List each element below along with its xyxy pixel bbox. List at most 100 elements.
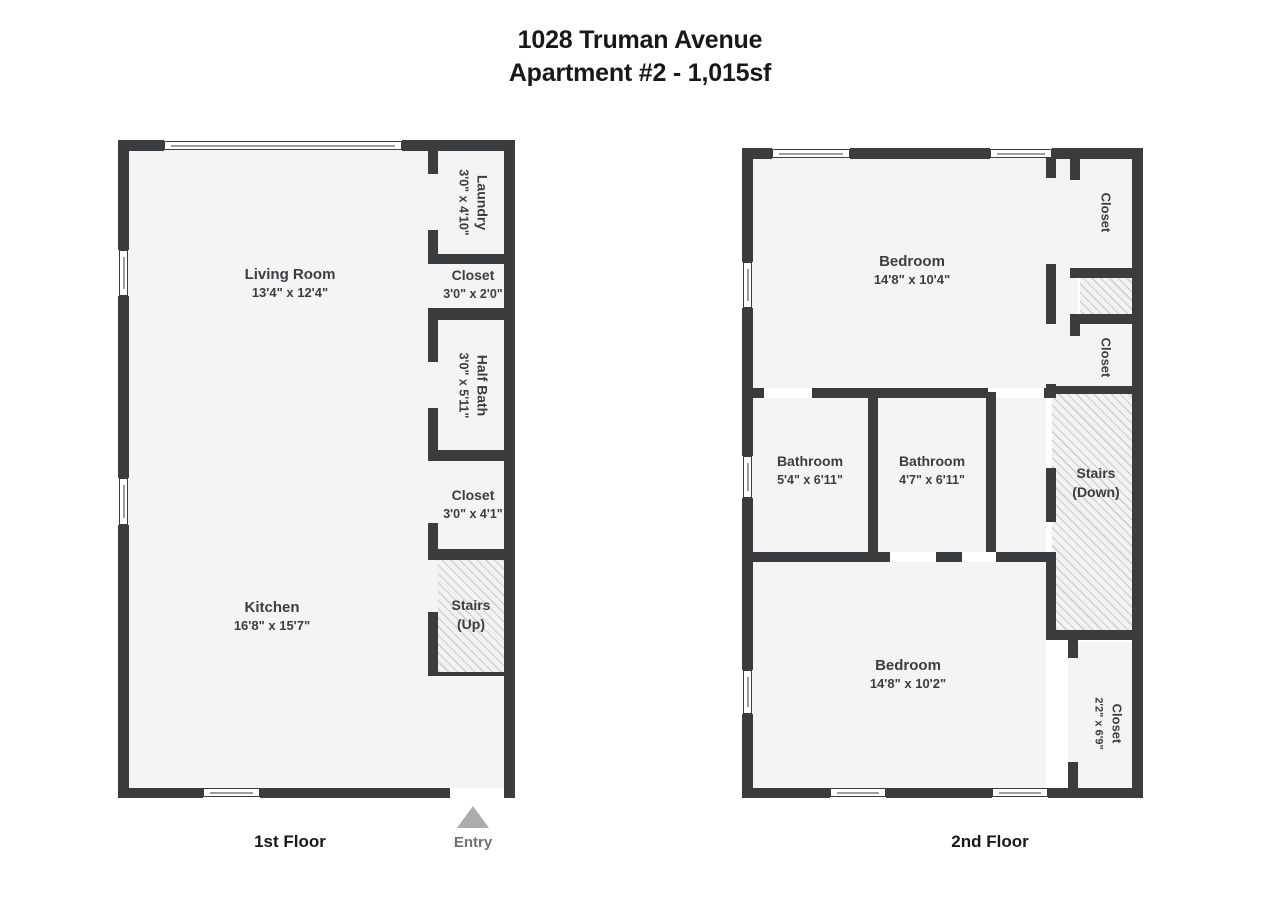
floor2-wall-bath-bottom-a: [742, 552, 890, 562]
floor1-wall-closet2-bottom: [428, 549, 515, 560]
floor2-wall-stairs-left-upper: [1046, 468, 1056, 522]
floor2-stair-landing-hatch: [1080, 274, 1135, 318]
floor2-door-closet-top: [1046, 178, 1056, 264]
floor1-closet1-fill: [438, 264, 508, 308]
floor2-door-hallway: [988, 388, 1044, 398]
floor2-wall-mid-c: [1044, 388, 1056, 398]
floor1-door-closet1: [428, 264, 438, 308]
floor2-door-bathroom-2: [890, 552, 936, 562]
floor1-wall-service-vert-b: [428, 230, 438, 264]
floor1-wall-top-left: [118, 140, 164, 151]
floor2-wall-top-b: [850, 148, 990, 159]
floor2-window-left-3: [743, 670, 752, 714]
floor2-wall-left-a: [742, 148, 753, 262]
floor2-bathroom-2-fill: [878, 398, 986, 556]
title-line-address: 1028 Truman Avenue: [517, 26, 763, 54]
floor1-window-left-upper: [119, 250, 128, 296]
floor1-window-top: [164, 141, 402, 150]
floor2-door-closet-bottom: [1068, 658, 1078, 762]
title-line-unit: Apartment #2 - 1,015sf: [508, 59, 772, 87]
floor2-wall-bottom-a: [742, 788, 830, 798]
floor2-wall-mid-b: [812, 388, 988, 398]
floor2-door-bathroom-1: [764, 388, 812, 398]
floor2-stairs-hatch: [1052, 392, 1140, 632]
floor2-window-top-left: [772, 149, 850, 158]
floor1-wall-stairs-bottom: [428, 672, 515, 676]
triangle-up-icon: [457, 806, 489, 828]
floor2-wall-top-a: [742, 148, 772, 159]
floor1-window-left-lower: [119, 478, 128, 525]
floor2-wall-closet-col-a: [1046, 158, 1056, 178]
floor2-wall-stairs-left: [1046, 552, 1056, 640]
floor2-wall-closet-top-bottom: [1070, 268, 1143, 278]
floor2-wall-mid-a: [742, 388, 764, 398]
floor1-caption: 1st Floor: [254, 832, 326, 851]
entry-label: Entry: [453, 834, 493, 851]
floor1-closet2-fill: [438, 461, 508, 549]
floor1-wall-service-vert-e: [428, 523, 438, 560]
floor2-door-closet-second: [1046, 324, 1056, 384]
first-floor-plan: Living Room 13'4" x 12'4" Kitchen 16'8" …: [0, 0, 640, 905]
floor2-bathroom-1-fill: [752, 398, 868, 556]
floor1-wall-closet1-bottom: [428, 308, 515, 320]
floor2-wall-closet-col-left-seg: [1070, 158, 1080, 180]
floor2-caption: 2nd Floor: [951, 832, 1029, 851]
floor1-window-bottom: [203, 788, 260, 797]
floor1-door-laundry: [428, 174, 438, 230]
floor1-wall-service-vert-a: [428, 150, 438, 174]
floor2-wall-left-d: [742, 714, 753, 798]
floor2-wall-bath-divider-2: [986, 392, 996, 556]
floor2-door-hall-to-bedroom: [962, 552, 996, 562]
floor2-wall-bath-bottom-c: [996, 552, 1056, 562]
floor2-wall-bottom-b: [886, 788, 992, 798]
floor1-stairs-hatch: [432, 560, 510, 672]
floor1-wall-top-right: [402, 140, 515, 151]
floor1-door-halfbath: [428, 362, 438, 408]
floor2-wall-bath-divider-1: [868, 392, 878, 556]
floor1-wall-service-vert-c: [428, 308, 438, 362]
floor2-hallway-fill: [996, 392, 1046, 556]
floor1-laundry-fill: [438, 150, 508, 254]
floor1-wall-left-c: [118, 525, 129, 797]
floor1-wall-bottom-b: [260, 788, 450, 798]
floor1-wall-laundry-bottom: [428, 254, 515, 264]
floor1-door-stairs: [428, 560, 438, 612]
page-title: 1028 Truman Avenue Apartment #2 - 1,015s…: [0, 24, 1280, 90]
floor1-halfbath-fill: [438, 320, 508, 450]
floor2-closet-top-fill: [1078, 158, 1135, 268]
floor1-door-closet2: [428, 461, 438, 523]
floor2-closet-second-fill: [1078, 320, 1135, 390]
floor2-wall-landing-bottom: [1070, 314, 1143, 324]
floor2-wall-right: [1132, 148, 1143, 798]
floor1-wall-bottom-a: [118, 788, 203, 798]
floor1-wall-service-vert-f: [428, 612, 438, 672]
floor2-wall-stairs-bottom: [1046, 630, 1143, 640]
floor2-wall-closet-bottom-a: [1068, 638, 1078, 658]
floor2-wall-left-c: [742, 498, 753, 670]
floor2-wall-left-b: [742, 308, 753, 456]
floor2-wall-bottom-c: [1048, 788, 1143, 798]
floor2-window-top-right: [990, 149, 1052, 158]
entry-marker: Entry: [413, 806, 533, 851]
floor1-entry-door-gap: [450, 788, 504, 798]
floor2-wall-closet-col-left-seg2: [1070, 318, 1080, 336]
floor1-wall-left-a: [118, 140, 129, 250]
floor2-bedroom-bottom-fill: [752, 560, 1046, 788]
floor2-bedroom-top-fill: [752, 158, 1078, 388]
floor2-window-bottom-left: [830, 788, 886, 797]
floor2-window-left-1: [743, 262, 752, 308]
floor2-window-left-2: [743, 456, 752, 498]
floor2-window-bottom-right: [992, 788, 1048, 797]
floor1-wall-right: [504, 140, 515, 798]
floor2-wall-closet-col-b: [1046, 264, 1056, 324]
floor2-closet-bottom-fill: [1078, 642, 1135, 788]
floor1-main-body-fill: [128, 150, 428, 788]
floor1-wall-bottom-c: [504, 788, 515, 798]
floor1-wall-service-vert-d: [428, 408, 438, 461]
floor2-wall-bath-bottom-b: [936, 552, 962, 562]
floor1-lower-right-fill: [428, 672, 508, 788]
floor2-wall-closet-bottom-b: [1068, 762, 1078, 792]
floor2-wall-closet-second-bottom: [1056, 386, 1143, 394]
